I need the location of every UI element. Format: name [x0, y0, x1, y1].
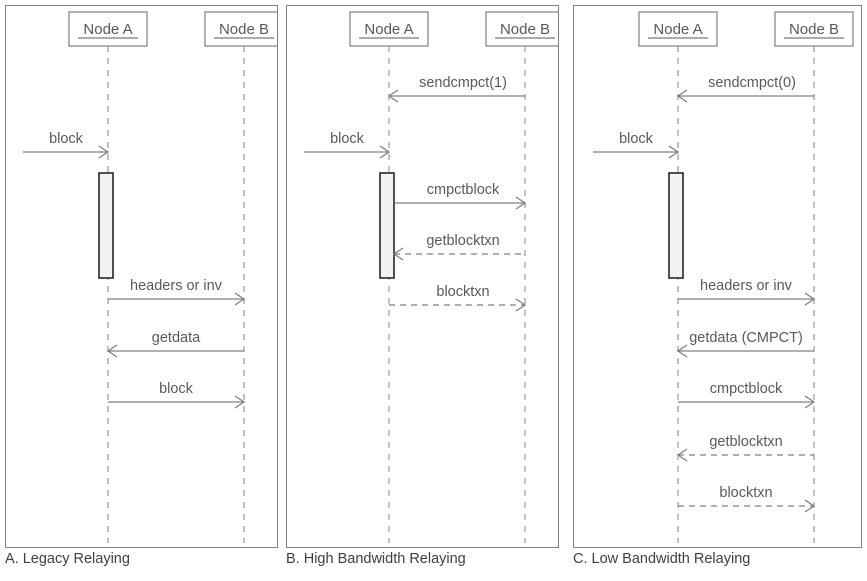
arrow-head-icon: [515, 298, 527, 312]
arrow-head-icon: [98, 145, 110, 159]
message-arrow: getdata: [106, 330, 244, 358]
participant-label: Node A: [83, 21, 132, 38]
message-arrow: headers or inv: [678, 278, 816, 306]
message-arrow: blocktxn: [678, 485, 816, 513]
panel-canvas: Node A Node B sendcmpct(1) block cmpctblock g…: [304, 11, 558, 543]
participant-label: Node A: [364, 21, 413, 38]
panel-caption-c: C. Low Bandwidth Relaying: [573, 551, 751, 567]
message-label: block: [159, 381, 194, 397]
arrow-head-icon: [392, 247, 404, 261]
message-label: getdata: [152, 330, 201, 346]
arrow-head-icon: [106, 344, 118, 358]
message-label: cmpctblock: [427, 182, 500, 198]
message-label: getblocktxn: [426, 233, 499, 249]
message-label: sendcmpct(0): [708, 75, 796, 91]
participant-node-a: Node A: [68, 11, 148, 47]
arrow-head-icon: [234, 395, 246, 409]
arrow-head-icon: [234, 292, 246, 306]
arrow-head-icon: [804, 395, 816, 409]
message-arrow: block: [108, 381, 246, 409]
message-arrow: cmpctblock: [678, 381, 816, 409]
participant-label: Node B: [500, 21, 550, 38]
message-arrow: getblocktxn: [392, 233, 525, 261]
panel-caption-a: A. Legacy Relaying: [5, 551, 130, 567]
participant-node-b: Node B: [204, 11, 277, 47]
message-label: headers or inv: [130, 278, 223, 294]
message-label: cmpctblock: [710, 381, 783, 397]
message-arrow: blocktxn: [389, 284, 527, 312]
message-arrow: sendcmpct(1): [387, 75, 525, 103]
participant-node-a: Node A: [349, 11, 429, 47]
message-arrow: block: [23, 131, 110, 159]
message-label: headers or inv: [700, 278, 793, 294]
arrow-head-icon: [676, 344, 688, 358]
diagram-panel-a: Node A Node B block headers or inv getdata bl…: [5, 5, 278, 548]
message-label: blocktxn: [436, 284, 489, 300]
arrow-head-icon: [668, 145, 680, 159]
message-arrow: cmpctblock: [394, 182, 527, 210]
message-arrow: getdata (CMPCT): [676, 330, 814, 358]
message-label: block: [619, 131, 654, 147]
diagram-panel-c: Node A Node B sendcmpct(0) block headers or …: [573, 5, 862, 548]
arrow-head-icon: [804, 499, 816, 513]
message-label: getblocktxn: [709, 434, 782, 450]
message-label: block: [49, 131, 84, 147]
message-arrow: block: [304, 131, 391, 159]
participant-label: Node B: [789, 21, 839, 38]
message-label: blocktxn: [719, 485, 772, 501]
activation-bar-node-a: [668, 172, 684, 279]
panel-caption-b: B. High Bandwidth Relaying: [286, 551, 466, 567]
activation-bar-node-a: [98, 172, 114, 279]
message-arrow: headers or inv: [108, 278, 246, 306]
diagram-panel-b: Node A Node B sendcmpct(1) block cmpctblock g…: [286, 5, 559, 548]
activation-bar-node-a: [379, 172, 395, 279]
panel-canvas: Node A Node B sendcmpct(0) block headers or …: [593, 11, 854, 543]
message-arrow: block: [593, 131, 680, 159]
participant-node-b: Node B: [485, 11, 558, 47]
arrow-head-icon: [804, 292, 816, 306]
arrow-head-icon: [676, 89, 688, 103]
participant-label: Node B: [219, 21, 269, 38]
message-label: getdata (CMPCT): [689, 330, 803, 346]
panel-canvas: Node A Node B block headers or inv getdata bl…: [23, 11, 277, 543]
arrow-head-icon: [676, 448, 688, 462]
participant-label: Node A: [653, 21, 702, 38]
participant-node-a: Node A: [638, 11, 718, 47]
arrow-head-icon: [515, 196, 527, 210]
message-arrow: getblocktxn: [676, 434, 814, 462]
participant-node-b: Node B: [774, 11, 854, 47]
arrow-head-icon: [379, 145, 391, 159]
arrow-head-icon: [387, 89, 399, 103]
message-arrow: sendcmpct(0): [676, 75, 814, 103]
message-label: block: [330, 131, 365, 147]
message-label: sendcmpct(1): [419, 75, 507, 91]
